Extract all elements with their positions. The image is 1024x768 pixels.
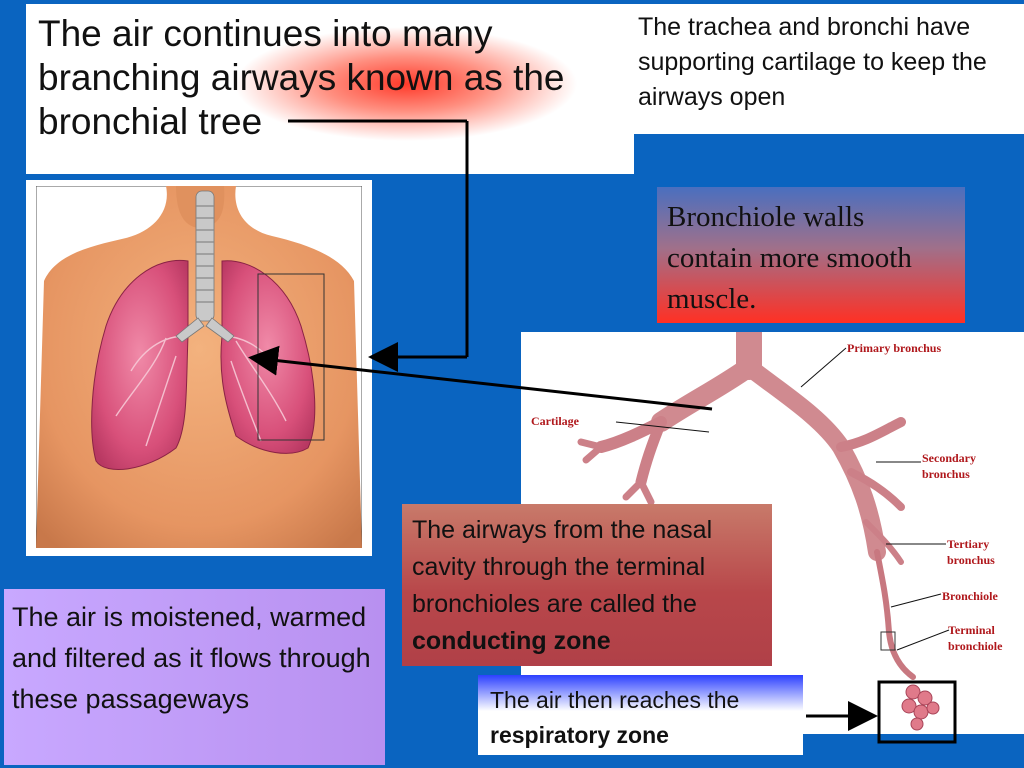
slide-title: The air continues into many branching ai… xyxy=(38,13,565,142)
respiratory-zone-box: The air then reaches the respiratory zon… xyxy=(478,675,803,755)
moisten-note: The air is moistened, warmed and filtere… xyxy=(12,602,371,714)
label-terminal-bronchiole-2: bronchiole xyxy=(948,639,1003,653)
respiratory-note-text: The air then reaches the xyxy=(490,687,740,713)
lungs-illustration xyxy=(26,180,372,556)
label-primary-bronchus: Primary bronchus xyxy=(847,341,941,355)
respiratory-zone-term: respiratory zone xyxy=(490,722,669,748)
title-box: The air continues into many branching ai… xyxy=(26,4,634,174)
label-tertiary-bronchus-2: bronchus xyxy=(947,553,995,567)
bronchiole-note-box: Bronchiole walls contain more smooth mus… xyxy=(657,187,965,323)
conducting-zone-term: conducting zone xyxy=(412,627,611,655)
moisten-note-box: The air is moistened, warmed and filtere… xyxy=(4,589,385,765)
label-secondary-bronchus-2: bronchus xyxy=(922,467,970,481)
bronchiole-note: Bronchiole walls contain more smooth mus… xyxy=(667,201,912,315)
label-cartilage: Cartilage xyxy=(531,414,580,428)
trachea xyxy=(175,190,235,343)
terminal-bracket xyxy=(880,631,896,651)
label-terminal-bronchiole-1: Terminal xyxy=(948,623,996,637)
conducting-zone-box: The airways from the nasal cavity throug… xyxy=(402,504,772,666)
alveoli-cluster xyxy=(901,684,940,731)
trachea-note: The trachea and bronchi have supporting … xyxy=(638,13,987,111)
label-secondary-bronchus-1: Secondary xyxy=(922,451,976,465)
conducting-note-text: The airways from the nasal cavity throug… xyxy=(412,516,713,618)
trachea-note-box: The trachea and bronchi have supporting … xyxy=(630,4,1024,134)
label-tertiary-bronchus-1: Tertiary xyxy=(947,537,989,551)
right-lung xyxy=(91,259,189,471)
lungs-image xyxy=(36,186,362,548)
label-lines xyxy=(615,347,950,651)
label-bronchiole: Bronchiole xyxy=(942,589,998,603)
